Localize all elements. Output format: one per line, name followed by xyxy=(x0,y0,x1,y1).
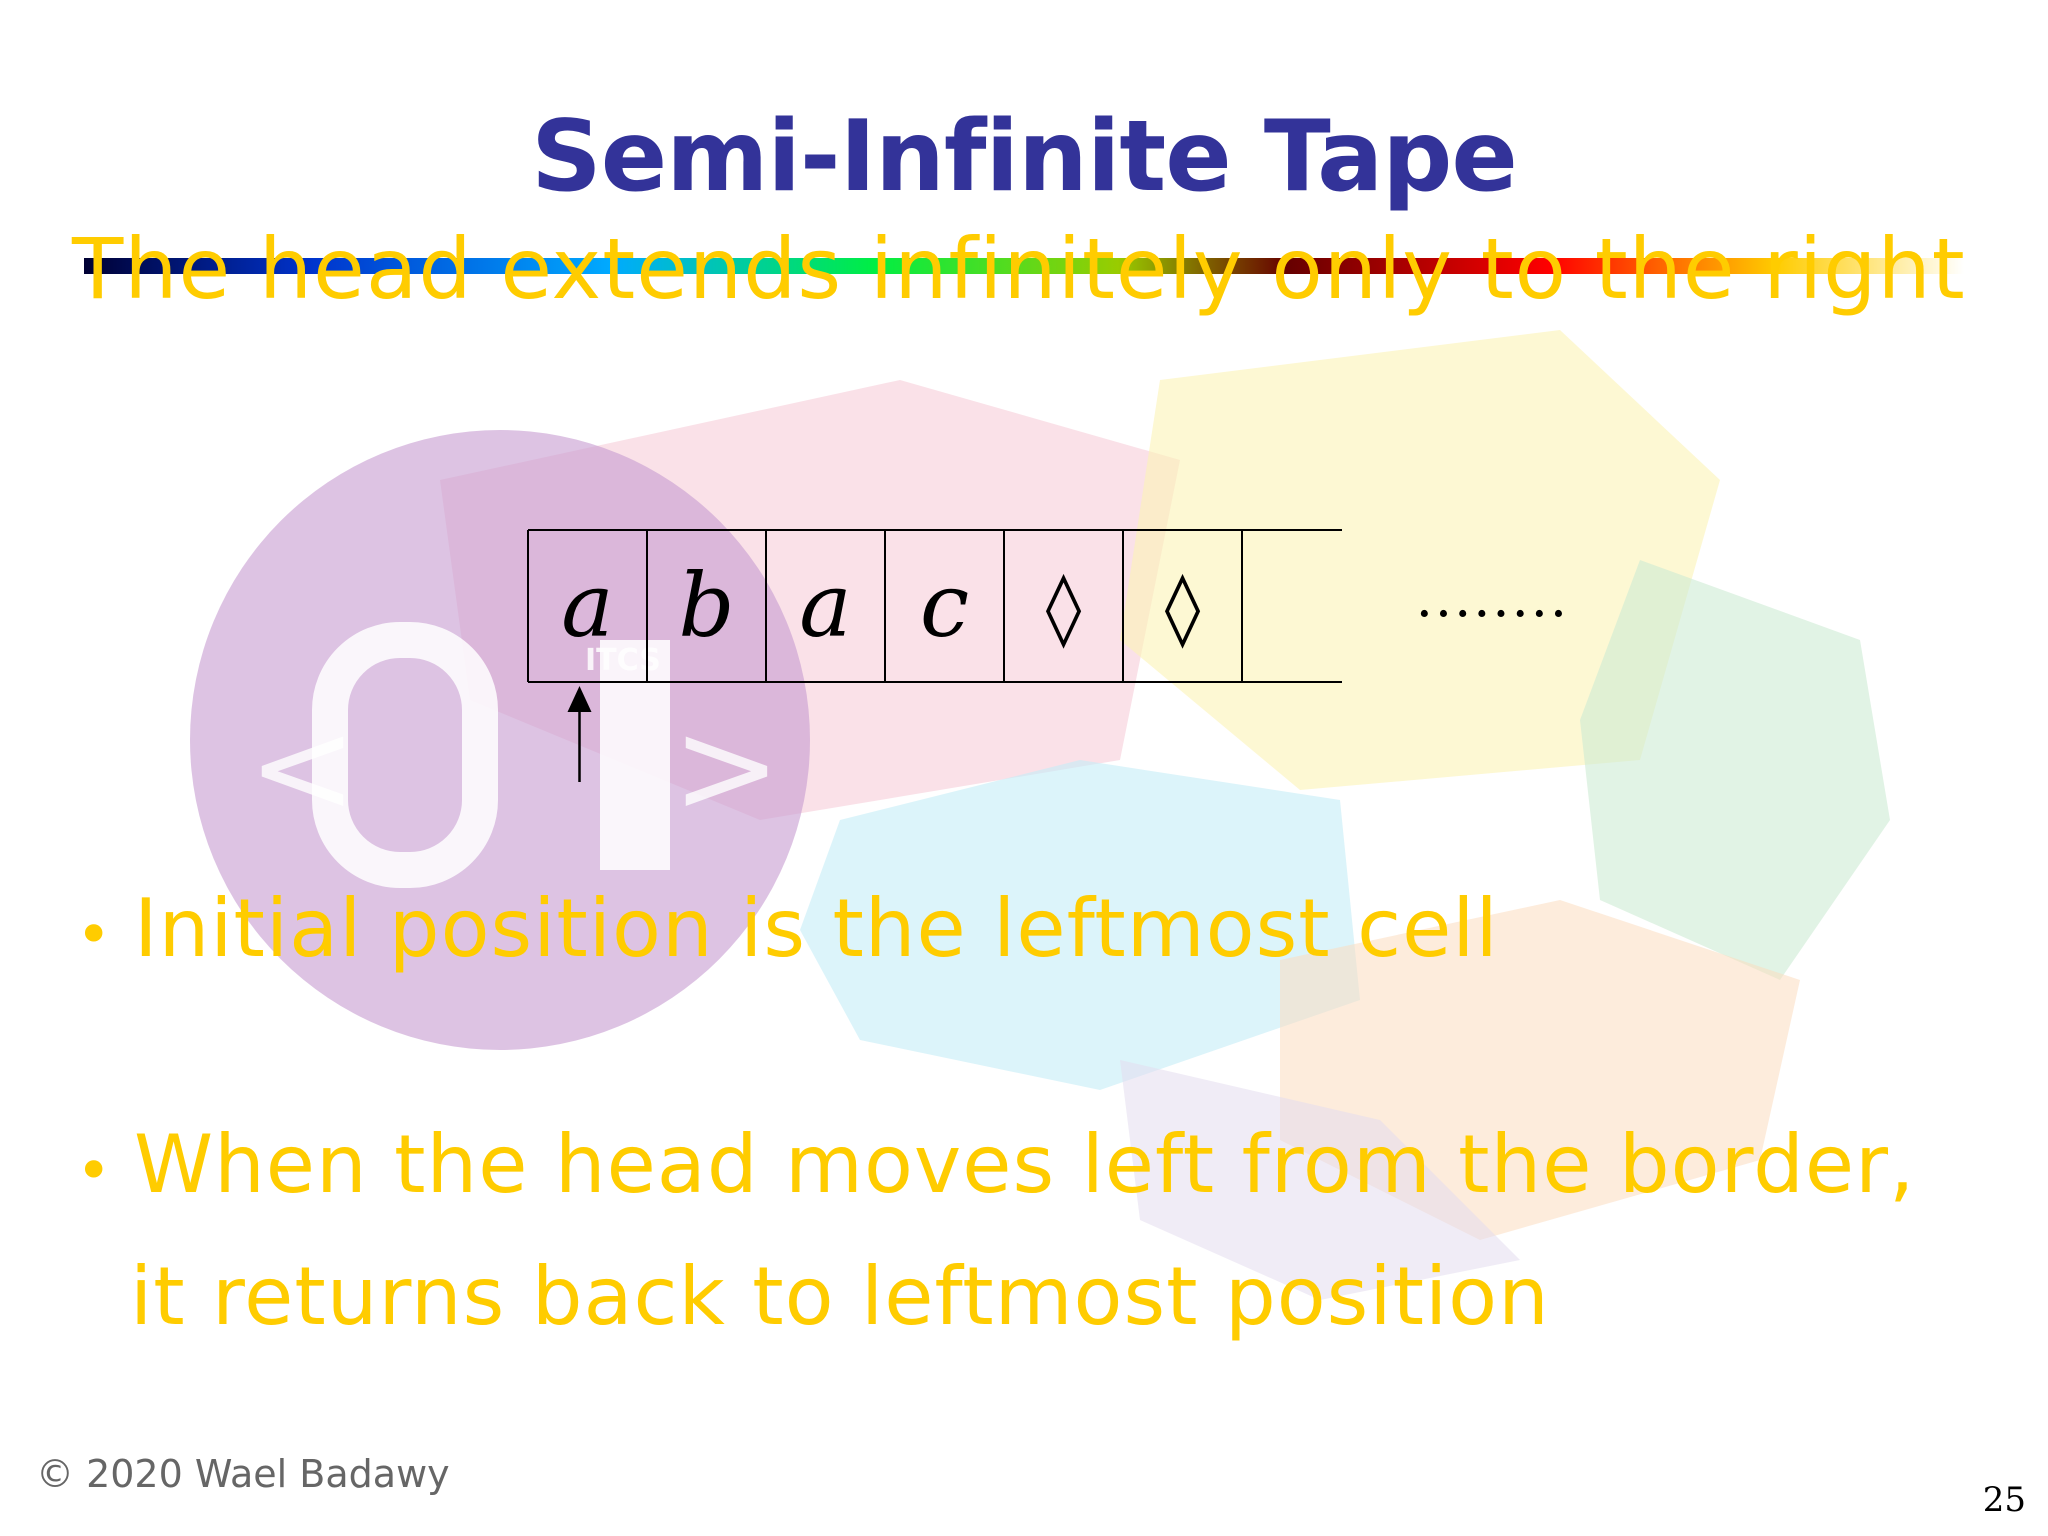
bg-shape-yellow xyxy=(1120,330,1720,790)
bg-logo-one-shape xyxy=(600,640,670,870)
bg-logo-right-chevron: > xyxy=(672,691,781,843)
bg-logo-itcs-text: ITCS xyxy=(585,643,661,678)
bg-shape-cyan xyxy=(800,760,1360,1090)
tape-cell-symbol: b xyxy=(678,554,734,657)
bullet-item: • When the head moves left from the bord… xyxy=(76,1118,1916,1211)
bg-shape-green xyxy=(1580,560,1890,980)
tape-cell-symbol: ◊ xyxy=(1046,565,1082,649)
bg-logo-circle xyxy=(190,430,810,1050)
bullet-marker: • xyxy=(76,1136,113,1206)
bg-shape-lavender xyxy=(1120,1060,1520,1300)
bullet-item: • Initial position is the leftmost cell xyxy=(76,882,1499,975)
footer-copyright: © 2020 Wael Badawy xyxy=(36,1452,450,1496)
tape-ellipsis: ......... xyxy=(1416,566,1570,629)
bullet-text: When the head moves left from the border… xyxy=(134,1118,1916,1211)
bullet-continuation: it returns back to leftmost position xyxy=(130,1250,1550,1343)
head-arrow-tip xyxy=(567,686,592,712)
bullet-marker: • xyxy=(76,900,113,970)
bg-logo-zero-shape xyxy=(312,622,498,888)
tape-cell-symbol: a xyxy=(561,554,613,657)
bullet-text: Initial position is the leftmost cell xyxy=(134,882,1499,975)
tape-cell-symbol: ◊ xyxy=(1165,565,1201,649)
slide-title: Semi-Infinite Tape xyxy=(531,100,1518,214)
tape-cell-symbol: c xyxy=(920,554,969,657)
tape-cell-symbol: a xyxy=(799,554,851,657)
rainbow-divider xyxy=(84,258,1964,274)
page-number: 25 xyxy=(1982,1480,2026,1520)
slide-subtitle: The head extends infinitely only to the … xyxy=(72,220,1966,318)
